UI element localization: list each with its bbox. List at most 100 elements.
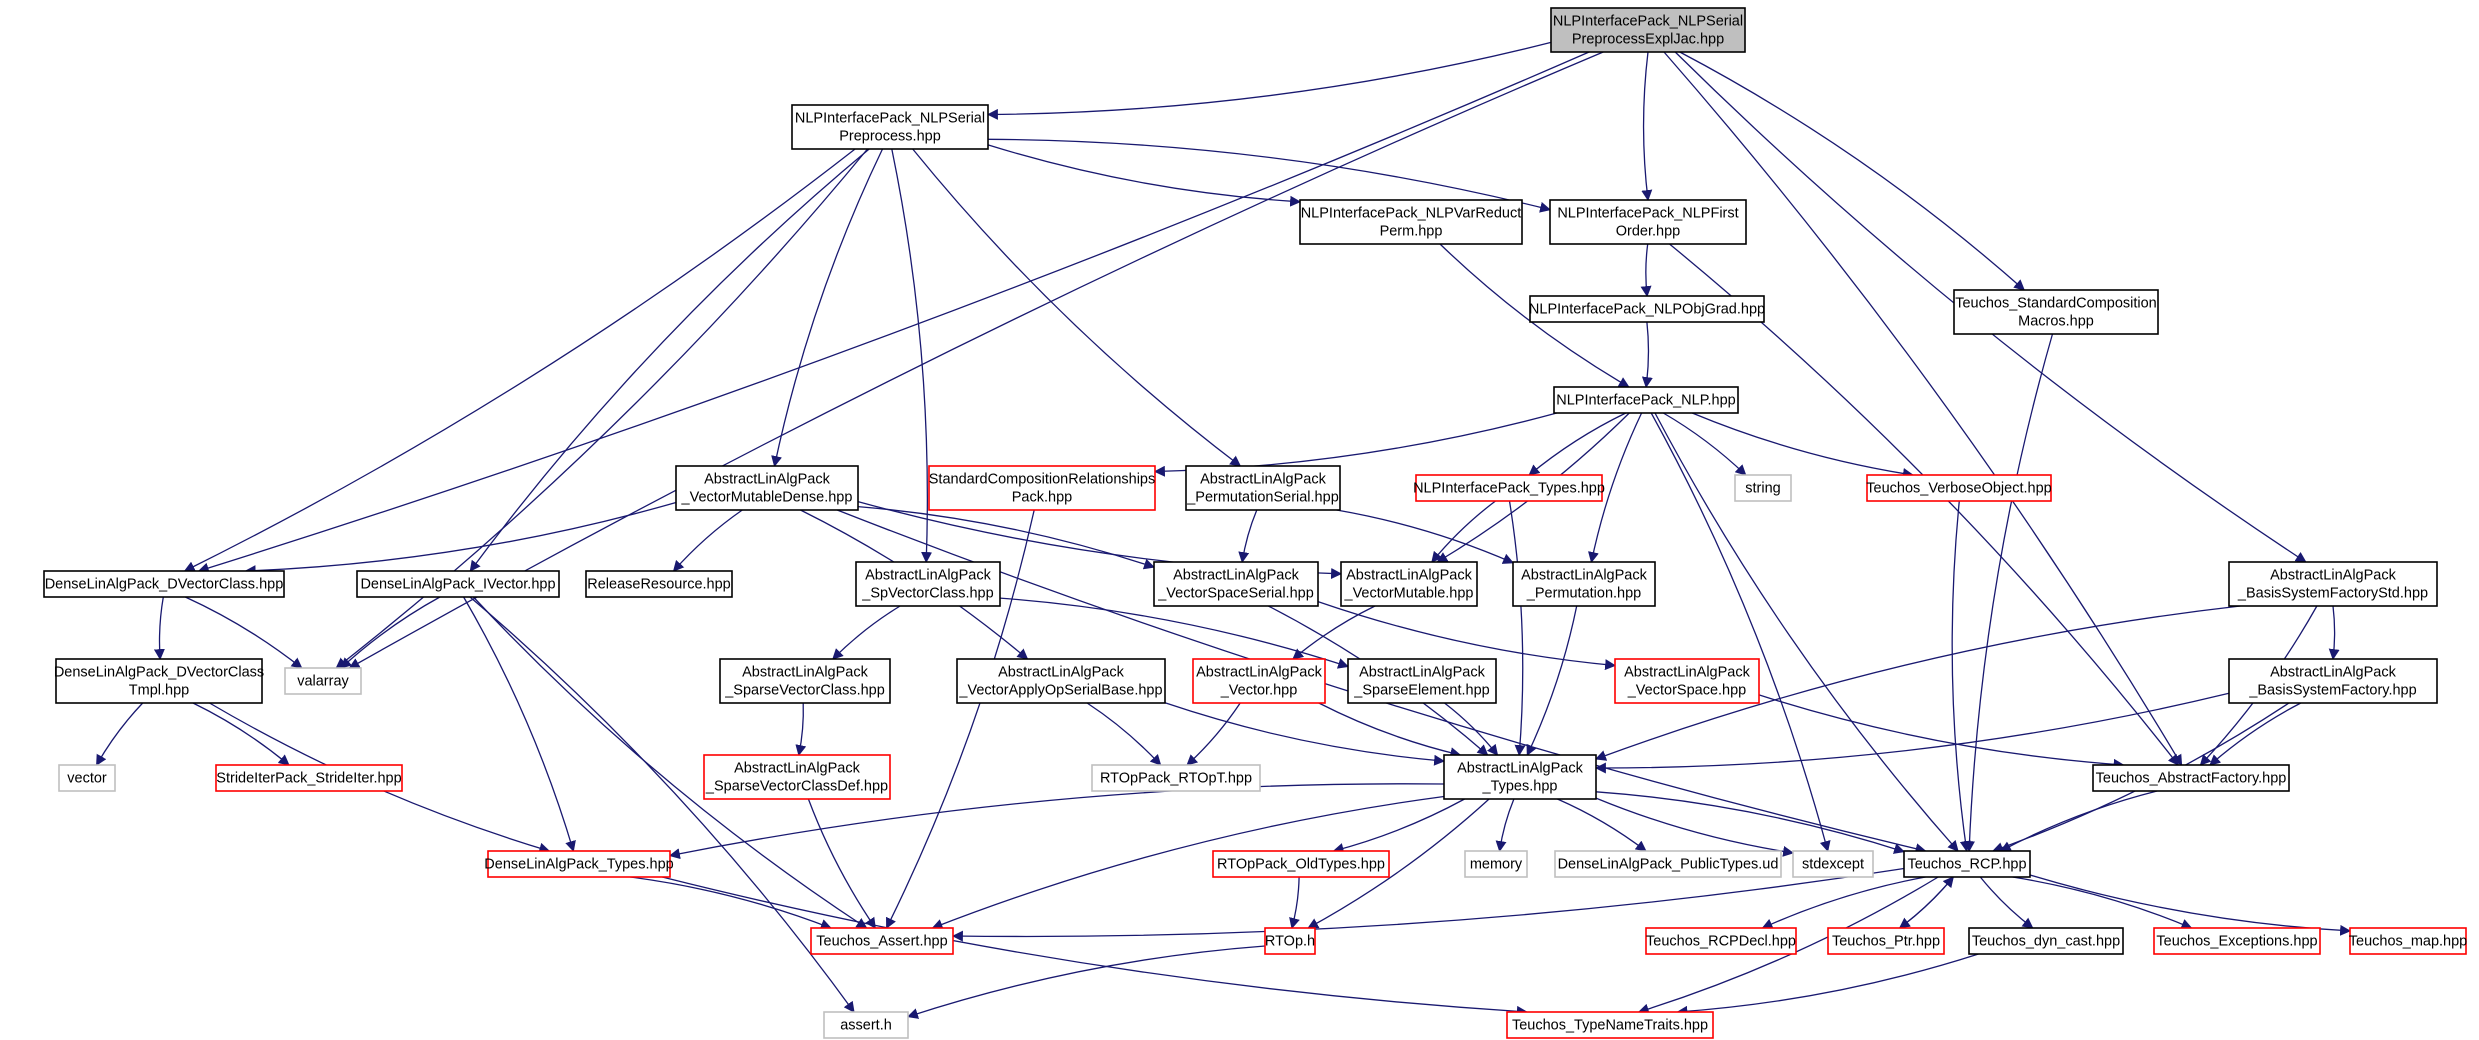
node-memory[interactable]: memory bbox=[1464, 850, 1528, 878]
node-rcpdecl[interactable]: Teuchos_RCPDecl.hpp bbox=[1645, 927, 1797, 955]
edge-n_permser-to-n_perm bbox=[1336, 509, 1515, 564]
edge-n_first-to-n_objgrad bbox=[1640, 243, 1652, 298]
node-label-line: _PermutationSerial.hpp bbox=[1186, 490, 1339, 506]
node-bsf[interactable]: AbstractLinAlgPack_BasisSystemFactory.hp… bbox=[2228, 658, 2438, 704]
node-exceptions[interactable]: Teuchos_Exceptions.hpp bbox=[2153, 927, 2321, 955]
node-vectorstd[interactable]: vector bbox=[58, 764, 116, 792]
node-bsfstd[interactable]: AbstractLinAlgPack_BasisSystemFactoryStd… bbox=[2228, 561, 2438, 607]
node-vss[interactable]: AbstractLinAlgPack_VectorSpaceSerial.hpp bbox=[1153, 561, 1319, 607]
node-ivec[interactable]: DenseLinAlgPack_IVector.hpp bbox=[356, 570, 560, 598]
node-box bbox=[1866, 474, 2052, 502]
node-box bbox=[1153, 561, 1319, 607]
node-box bbox=[356, 570, 560, 598]
edge-n_nlp-to-n_scr bbox=[1153, 412, 1557, 477]
node-box bbox=[1299, 199, 1523, 245]
node-label-line: Teuchos_RCPDecl.hpp bbox=[1646, 934, 1796, 950]
edge-n_ivec-to-n_assert bbox=[472, 596, 868, 929]
node-label-line: _BasisSystemFactoryStd.hpp bbox=[2237, 586, 2428, 602]
node-rtop[interactable]: RTOp.h bbox=[1264, 927, 1316, 955]
node-perm[interactable]: AbstractLinAlgPack_Permutation.hpp bbox=[1512, 561, 1656, 607]
node-nlptypes[interactable]: NLPInterfacePack_Types.hpp bbox=[1413, 474, 1605, 502]
edge-n_bsfstd-to-n_bsf bbox=[2328, 605, 2340, 661]
node-box bbox=[284, 667, 362, 695]
edge-n_dvc-to-n_dvct bbox=[153, 596, 165, 661]
node-spvc[interactable]: AbstractLinAlgPack_SpVectorClass.hpp bbox=[855, 561, 1001, 607]
node-root[interactable]: NLPInterfacePack_NLPSerialPreprocessExpl… bbox=[1550, 7, 1746, 53]
node-assert[interactable]: Teuchos_Assert.hpp bbox=[810, 927, 954, 955]
node-relres[interactable]: ReleaseResource.hpp bbox=[585, 570, 733, 598]
node-label-line: NLPInterfacePack_NLPSerial bbox=[795, 111, 985, 127]
node-label-line: Preprocess.hpp bbox=[839, 129, 941, 145]
node-stride[interactable]: StrideIterPack_StrideIter.hpp bbox=[215, 764, 403, 792]
edge-n_svc-to-n_svcd bbox=[795, 702, 807, 757]
node-altypes[interactable]: AbstractLinAlgPack_Types.hpp bbox=[1443, 754, 1597, 800]
edge-n_spel-to-n_altypes bbox=[1444, 702, 1499, 756]
node-label-line: ReleaseResource.hpp bbox=[587, 577, 730, 593]
edge-n_rcp-to-n_exceptions bbox=[2012, 876, 2193, 930]
node-spel[interactable]: AbstractLinAlgPack_SparseElement.hpp bbox=[1347, 658, 1497, 704]
node-valarray[interactable]: valarray bbox=[284, 667, 362, 695]
node-ptr[interactable]: Teuchos_Ptr.hpp bbox=[1827, 927, 1945, 955]
node-string[interactable]: string bbox=[1734, 474, 1792, 502]
node-box bbox=[1792, 850, 1874, 878]
node-publictypes[interactable]: DenseLinAlgPack_PublicTypes.ud bbox=[1554, 850, 1782, 878]
edge-n_altypes-to-n_dltypes bbox=[668, 783, 1445, 860]
node-dltypes[interactable]: DenseLinAlgPack_Types.hpp bbox=[484, 850, 674, 878]
edge-n_altypes-to-n_assert bbox=[931, 795, 1445, 930]
edge-n_oldtypes-to-n_rtop bbox=[1289, 876, 1300, 930]
node-label-line: AbstractLinAlgPack bbox=[1457, 761, 1583, 777]
node-assert-h[interactable]: assert.h bbox=[823, 1011, 909, 1039]
node-vaosb[interactable]: AbstractLinAlgPack_VectorApplyOpSerialBa… bbox=[956, 658, 1166, 704]
edge-n_nlp-to-n_perm bbox=[1588, 412, 1643, 564]
node-nlp[interactable]: NLPInterfacePack_NLP.hpp bbox=[1553, 386, 1739, 414]
edge-n_root-to-n_first bbox=[1641, 51, 1653, 202]
node-box bbox=[1550, 7, 1746, 53]
edge-n_bsfstd-to-n_altypes bbox=[1594, 605, 2241, 761]
node-box bbox=[2349, 927, 2467, 955]
node-dvc[interactable]: DenseLinAlgPack_DVectorClass.hpp bbox=[43, 570, 285, 598]
node-box bbox=[487, 850, 671, 878]
node-label-line: PreprocessExplJac.hpp bbox=[1572, 32, 1724, 48]
node-label-line: _SparseVectorClass.hpp bbox=[724, 683, 885, 699]
node-label-line: _SpVectorClass.hpp bbox=[861, 586, 993, 602]
node-label-line: StandardCompositionRelationships bbox=[929, 472, 1156, 488]
node-dyncast[interactable]: Teuchos_dyn_cast.hpp bbox=[1968, 927, 2124, 955]
node-oldtypes[interactable]: RTOpPack_OldTypes.hpp bbox=[1212, 850, 1390, 878]
node-svcd[interactable]: AbstractLinAlgPack_SparseVectorClassDef.… bbox=[703, 754, 891, 800]
node-verbose[interactable]: Teuchos_VerboseObject.hpp bbox=[1866, 474, 2052, 502]
node-label-line: NLPInterfacePack_NLPObjGrad.hpp bbox=[1529, 302, 1765, 318]
node-absfact[interactable]: Teuchos_AbstractFactory.hpp bbox=[2092, 764, 2290, 792]
edge-n_altypes-to-n_oldtypes bbox=[1332, 798, 1465, 854]
node-box bbox=[1645, 927, 1797, 955]
node-rtopt[interactable]: RTOpPack_RTOpT.hpp bbox=[1091, 764, 1261, 792]
node-vm[interactable]: AbstractLinAlgPack_VectorMutable.hpp bbox=[1340, 561, 1478, 607]
node-box bbox=[1192, 658, 1326, 704]
node-vspace[interactable]: AbstractLinAlgPack_VectorSpace.hpp bbox=[1614, 658, 1760, 704]
node-stdexcept[interactable]: stdexcept bbox=[1792, 850, 1874, 878]
node-vmd[interactable]: AbstractLinAlgPack_VectorMutableDense.hp… bbox=[675, 465, 859, 511]
node-vector[interactable]: AbstractLinAlgPack_Vector.hpp bbox=[1192, 658, 1326, 704]
edge-n_objgrad-to-n_nlp bbox=[1641, 321, 1653, 389]
node-label-line: Teuchos_RCP.hpp bbox=[1907, 857, 2026, 873]
edge-n_rcp-to-n_dyncast bbox=[1979, 876, 2034, 929]
node-svc[interactable]: AbstractLinAlgPack_SparseVectorClass.hpp bbox=[719, 658, 891, 704]
edge-n_root-to-n_pre bbox=[986, 41, 1552, 120]
node-objgrad[interactable]: NLPInterfacePack_NLPObjGrad.hpp bbox=[1529, 295, 1765, 323]
edge-n_root-to-n_valarray bbox=[348, 51, 1604, 669]
node-box bbox=[1554, 850, 1782, 878]
node-label-line: vector bbox=[67, 771, 107, 787]
nodes-layer: NLPInterfacePack_NLPSerial PreprocessExpl… bbox=[43, 7, 2468, 1039]
edge-n_pre-to-n_permser bbox=[912, 148, 1242, 467]
node-tnt[interactable]: Teuchos_TypeNameTraits.hpp bbox=[1506, 1011, 1714, 1039]
edge-n_absfact-to-n_rcp bbox=[1999, 790, 2158, 852]
node-rcp[interactable]: Teuchos_RCP.hpp bbox=[1903, 850, 2031, 878]
node-permser[interactable]: AbstractLinAlgPack_PermutationSerial.hpp bbox=[1185, 465, 1341, 511]
node-label-line: valarray bbox=[297, 674, 349, 690]
node-map[interactable]: Teuchos_map.hpp bbox=[2349, 927, 2468, 955]
